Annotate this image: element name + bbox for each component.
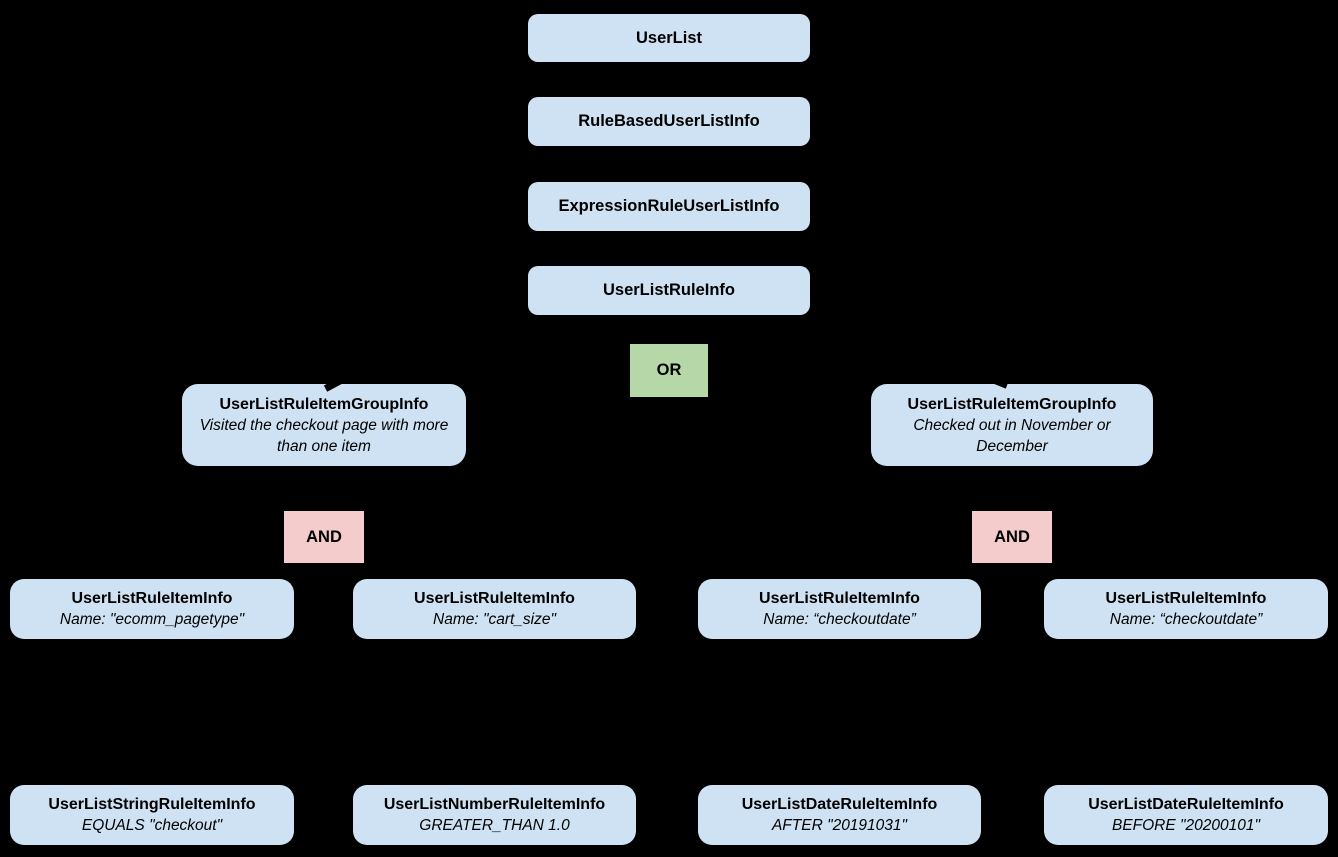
- node-label: UserListRuleInfo: [602, 281, 736, 299]
- group-title: UserListRuleItemGroupInfo: [907, 395, 1117, 413]
- rule-item-detail: Name: “checkoutdate”: [763, 611, 916, 628]
- node-label: UserList: [635, 28, 703, 47]
- rule-item-title: UserListRuleItemInfo: [1105, 590, 1267, 607]
- rule-item-detail: Name: "cart_size": [433, 611, 556, 628]
- node-expressionruleuserlistinfo: ExpressionRuleUserListInfo: [528, 182, 810, 231]
- leaf-item-detail: GREATER_THAN 1.0: [419, 817, 570, 834]
- leaf-item-title: UserListDateRuleItemInfo: [741, 796, 938, 813]
- operator-label: OR: [656, 361, 682, 379]
- group-right: UserListRuleItemGroupInfo Checked out in…: [871, 384, 1153, 466]
- rule-item-title: UserListRuleItemInfo: [414, 590, 575, 607]
- operator-and-left: AND: [284, 511, 364, 563]
- node-label: ExpressionRuleUserListInfo: [558, 197, 780, 215]
- rule-item-detail: Name: "ecomm_pagetype": [59, 611, 245, 628]
- operator-label: AND: [994, 527, 1030, 546]
- leaf-item-2: UserListNumberRuleItemInfo GREATER_THAN …: [353, 785, 636, 845]
- rule-item-1: UserListRuleItemInfo Name: "ecomm_pagety…: [10, 579, 294, 639]
- group-title: UserListRuleItemGroupInfo: [219, 395, 429, 413]
- rule-item-detail: Name: “checkoutdate”: [1109, 611, 1263, 628]
- node-userlist: UserList: [528, 14, 810, 62]
- node-label: RuleBasedUserListInfo: [578, 112, 760, 130]
- leaf-item-title: UserListStringRuleItemInfo: [48, 796, 256, 813]
- leaf-item-1: UserListStringRuleItemInfo EQUALS "check…: [10, 785, 294, 845]
- rule-item-title: UserListRuleItemInfo: [759, 590, 920, 607]
- leaf-item-detail: EQUALS "checkout": [81, 817, 223, 834]
- leaf-item-4: UserListDateRuleItemInfo BEFORE "2020010…: [1044, 785, 1328, 845]
- node-userlistruleinfo: UserListRuleInfo: [528, 266, 810, 315]
- rule-item-4: UserListRuleItemInfo Name: “checkoutdate…: [1044, 579, 1328, 639]
- operator-and-right: AND: [972, 511, 1052, 563]
- group-description: Visited the checkout page with more than…: [199, 416, 449, 455]
- rule-item-2: UserListRuleItemInfo Name: "cart_size": [353, 579, 636, 639]
- leaf-item-3: UserListDateRuleItemInfo AFTER "20191031…: [698, 785, 981, 845]
- leaf-item-detail: AFTER "20191031": [771, 817, 908, 834]
- operator-or: OR: [630, 344, 708, 397]
- rule-item-title: UserListRuleItemInfo: [71, 590, 233, 607]
- node-rulebaseduserlistinfo: RuleBasedUserListInfo: [528, 97, 810, 146]
- leaf-item-detail: BEFORE "20200101": [1111, 817, 1260, 834]
- rule-item-3: UserListRuleItemInfo Name: “checkoutdate…: [698, 579, 981, 639]
- leaf-item-title: UserListNumberRuleItemInfo: [383, 796, 606, 813]
- group-description: Checked out in November or December: [913, 416, 1111, 455]
- leaf-item-title: UserListDateRuleItemInfo: [1088, 796, 1284, 813]
- group-left: UserListRuleItemGroupInfo Visited the ch…: [182, 384, 466, 466]
- operator-label: AND: [306, 527, 342, 546]
